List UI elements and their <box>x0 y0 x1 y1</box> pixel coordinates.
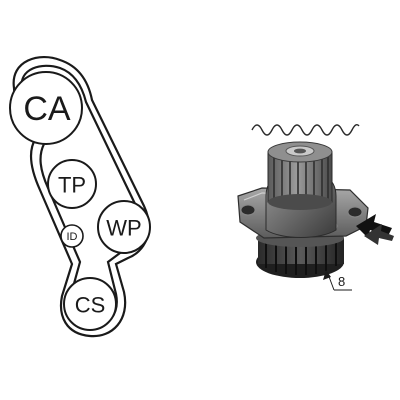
pump-sprocket <box>267 141 333 210</box>
callout-8: 8 <box>323 270 352 291</box>
pulley-idler: ID <box>60 224 84 248</box>
water-pump-image: 8 <box>237 123 394 291</box>
timing-belt-outer <box>12 55 150 338</box>
wavy-gasket-icon <box>251 123 360 136</box>
pulley-crankshaft-label: CS <box>75 293 106 318</box>
callout-number: 8 <box>338 274 345 289</box>
pulley-idler-label: ID <box>67 231 78 243</box>
pulley-camshaft: CA <box>9 71 83 145</box>
pulley-camshaft-label: CA <box>23 90 71 128</box>
pulley-crankshaft: CS <box>63 277 117 331</box>
pulley-tensioner-label: TP <box>58 173 86 198</box>
double-arrow-icon <box>356 214 394 245</box>
pulley-water-pump: WP <box>97 200 151 254</box>
pulley-water-pump-label: WP <box>106 216 141 241</box>
pulley-tensioner: TP <box>47 159 97 209</box>
